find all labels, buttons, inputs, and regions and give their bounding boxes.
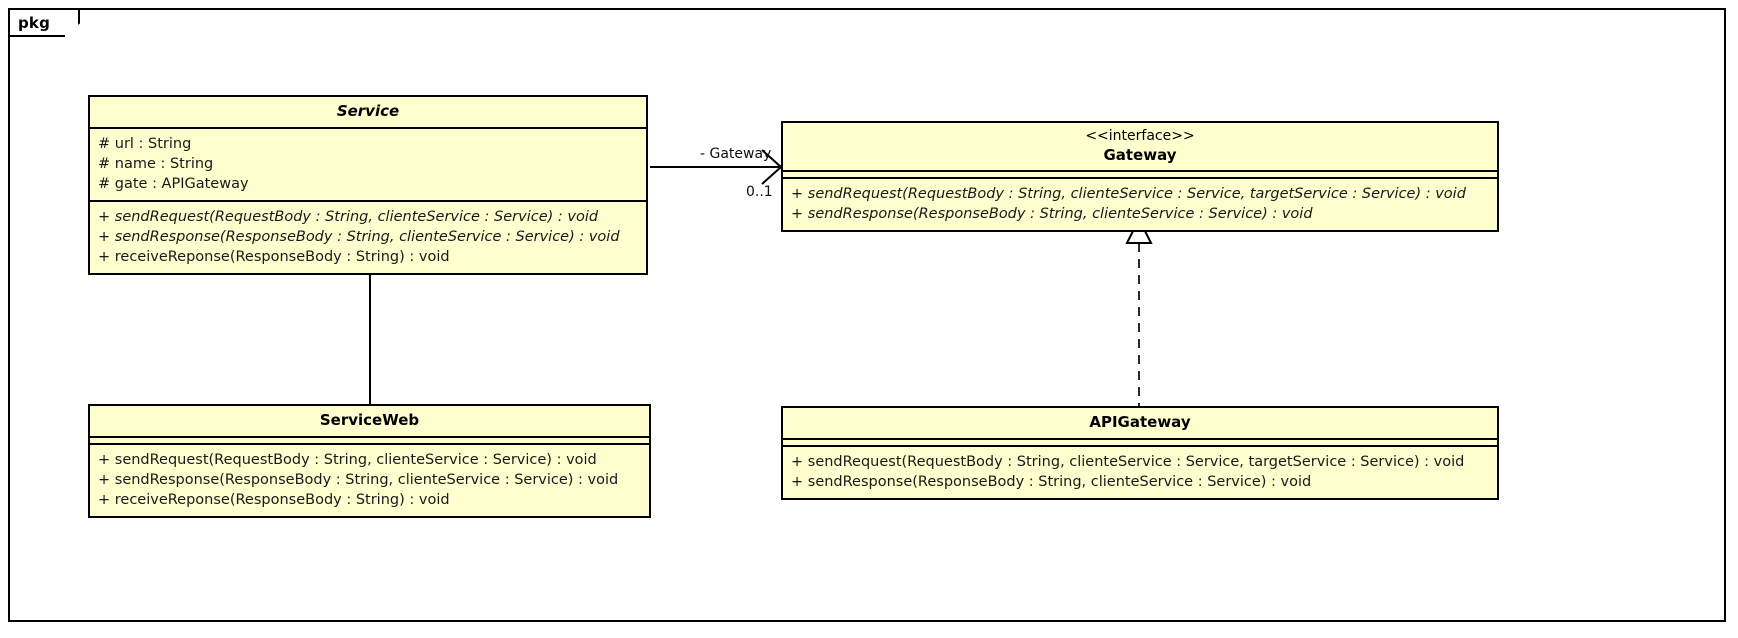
- method-row: + sendResponse(ResponseBody : String, cl…: [791, 206, 1313, 223]
- method-row: + sendRequest(RequestBody : String, clie…: [98, 451, 597, 468]
- class-box-serviceweb[interactable]: ServiceWeb + sendRequest(RequestBody : S…: [88, 404, 651, 518]
- method-row: + sendRequest(RequestBody : String, clie…: [791, 186, 1466, 203]
- attribute-row: # url : String: [98, 135, 192, 152]
- association-role-label: - Gateway: [700, 146, 772, 162]
- package-tab-underline: [8, 35, 65, 37]
- compartment-divider: [90, 199, 646, 202]
- compartment-divider: [783, 177, 1497, 180]
- attributes-compartment-service: # url : String # name : String # gate : …: [90, 129, 646, 200]
- attribute-row: # gate : APIGateway: [98, 175, 249, 192]
- association-multiplicity-label: 0..1: [746, 184, 773, 200]
- class-header-apigateway: APIGateway: [783, 408, 1497, 438]
- attribute-row: # name : String: [98, 155, 214, 172]
- methods-compartment-gateway: + sendRequest(RequestBody : String, clie…: [783, 179, 1497, 230]
- class-name-apigateway: APIGateway: [1089, 413, 1191, 431]
- package-tab-shape: [8, 8, 80, 36]
- method-row: + receiveReponse(ResponseBody : String) …: [98, 248, 450, 265]
- stereotype-label-gateway: <<interface>>: [1085, 128, 1195, 144]
- compartment-divider: [783, 170, 1497, 173]
- class-box-gateway[interactable]: <<interface>> Gateway + sendRequest(Requ…: [781, 121, 1499, 233]
- method-row: + sendResponse(ResponseBody : String, cl…: [791, 473, 1312, 490]
- methods-compartment-apigateway: + sendRequest(RequestBody : String, clie…: [783, 447, 1497, 498]
- class-name-service: Service: [336, 102, 400, 120]
- method-row: + receiveReponse(ResponseBody : String) …: [98, 491, 450, 508]
- compartment-divider: [90, 435, 649, 438]
- compartment-divider: [783, 437, 1497, 440]
- class-name-serviceweb: ServiceWeb: [319, 411, 420, 429]
- class-box-service[interactable]: Service # url : String # name : String #…: [88, 95, 648, 275]
- class-header-gateway: <<interface>> Gateway: [783, 123, 1497, 170]
- method-row: + sendResponse(ResponseBody : String, cl…: [98, 471, 619, 488]
- class-name-gateway: Gateway: [1103, 145, 1177, 164]
- package-label: pkg: [18, 13, 51, 32]
- package-frame: [8, 8, 1726, 622]
- method-row: + sendRequest(RequestBody : String, clie…: [98, 208, 599, 225]
- class-header-service: Service: [90, 97, 646, 127]
- methods-compartment-service: + sendRequest(RequestBody : String, clie…: [90, 202, 646, 273]
- compartment-divider: [90, 126, 646, 129]
- compartment-divider: [783, 444, 1497, 447]
- method-row: + sendResponse(ResponseBody : String, cl…: [98, 228, 620, 245]
- compartment-divider: [90, 442, 649, 445]
- class-box-apigateway[interactable]: APIGateway + sendRequest(RequestBody : S…: [781, 406, 1499, 500]
- method-row: + sendRequest(RequestBody : String, clie…: [791, 453, 1465, 470]
- class-header-serviceweb: ServiceWeb: [90, 406, 649, 436]
- methods-compartment-serviceweb: + sendRequest(RequestBody : String, clie…: [90, 445, 649, 516]
